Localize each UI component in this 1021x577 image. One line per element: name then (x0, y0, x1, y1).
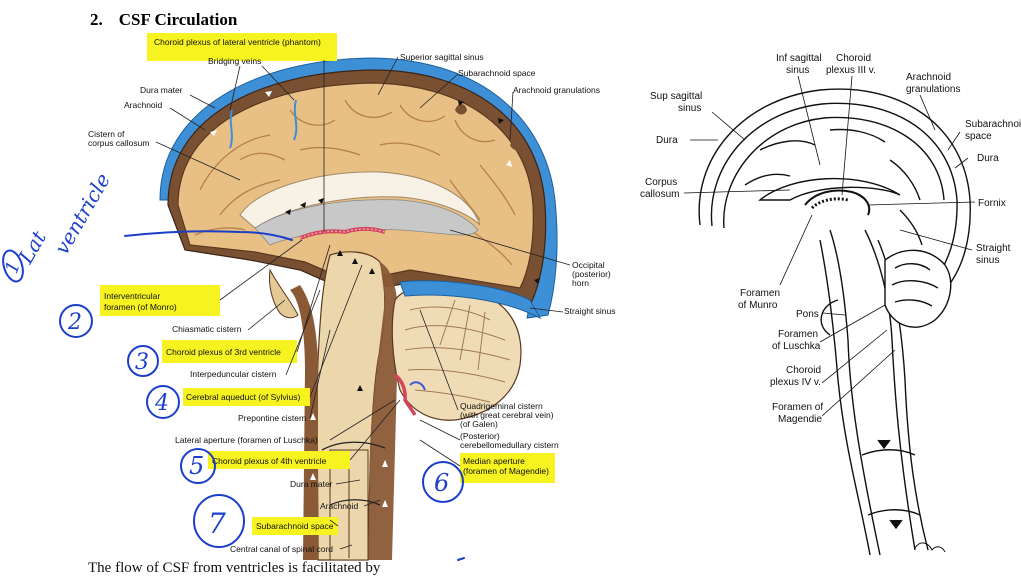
label-occipital-1: Occipital (572, 260, 605, 270)
label-dura-mater-top: Dura mater (140, 85, 183, 95)
rlabel-magendie-2: Magendie (778, 414, 822, 425)
rlabel-dura-right: Dura (977, 153, 999, 164)
label-posterior-cm-2: cerebellomedullary cistern (460, 440, 559, 450)
annotation-number-3: 3 (135, 350, 149, 375)
label-lateral-aperture: Lateral aperture (foramen of Luschka) (175, 435, 318, 445)
rlabel-monro-2: of Munro (738, 300, 778, 311)
rlabel-corpus-1: Corpus (645, 177, 677, 188)
label-subarachnoid-top: Subarachnoid space (458, 68, 536, 78)
footer-text: The flow of CSF from ventricles is facil… (88, 560, 381, 576)
label-posterior-cm-1: (Posterior) (460, 431, 500, 441)
label-interventricular-2: foramen (of Monro) (104, 302, 177, 312)
label-arachnoid-granulations: Arachnoid granulations (513, 85, 600, 95)
rlabel-arachnoid-gran-2: granulations (906, 84, 960, 95)
label-median-aperture-1: Median aperture (463, 456, 525, 466)
label-arachnoid-top: Arachnoid (124, 100, 163, 110)
label-dura-mater-bottom: Dura mater (290, 479, 333, 489)
rlabel-corpus-2: callosum (640, 189, 679, 200)
rlabel-pons: Pons (796, 309, 819, 320)
label-bridging-veins: Bridging veins (208, 56, 261, 66)
label-choroid-3rd: Choroid plexus of 3rd ventricle (166, 347, 281, 357)
rlabel-subarachnoid-2: space (965, 131, 992, 142)
label-subarachnoid-bottom: Subarachnoid space (256, 521, 334, 531)
annotation-number-2: 2 (67, 310, 82, 335)
rlabel-luschka-2: of Luschka (772, 341, 821, 352)
rlabel-luschka-1: Foramen (778, 329, 818, 340)
rlabel-choroid-iii-2: plexus III v. (826, 65, 876, 76)
heading-number: 2. (90, 10, 103, 29)
label-cistern-cc-1: Cistern of (88, 129, 125, 139)
rlabel-choroid-iii-1: Choroid (836, 53, 871, 64)
heading-title: CSF Circulation (118, 10, 238, 29)
label-interpeduncular: Interpeduncular cistern (190, 369, 277, 379)
annotation-number-7: 7 (208, 507, 226, 540)
rlabel-sup-sagittal-1: Sup sagittal (650, 91, 702, 102)
rlabel-inf-sagittal-1: Inf sagittal (776, 53, 822, 64)
page-heading: 2. CSF Circulation (90, 10, 237, 30)
label-straight-sinus: Straight sinus (564, 306, 616, 316)
rlabel-dura-left: Dura (656, 135, 678, 146)
label-interventricular-1: Interventricular (104, 291, 160, 301)
annotation-number-5: 5 (189, 452, 204, 480)
annotation-number-6: 6 (434, 469, 449, 497)
rlabel-fornix: Fornix (978, 198, 1006, 209)
label-highlights (100, 33, 555, 535)
rlabel-inf-sagittal-2: sinus (786, 65, 809, 76)
rlabel-arachnoid-gran-1: Arachnoid (906, 72, 951, 83)
label-central-canal: Central canal of spinal cord (230, 544, 333, 554)
label-median-aperture-2: (foramen of Magendie) (463, 466, 549, 476)
rlabel-choroid-iv-1: Choroid (786, 365, 821, 376)
rlabel-magendie-1: Foramen of (772, 402, 823, 413)
annotation-lat: Lat (13, 226, 51, 268)
rlabel-straight-1: Straight (976, 243, 1011, 254)
label-quadrigeminal-3: (of Galen) (460, 419, 498, 429)
label-superior-sagittal-sinus: Superior sagittal sinus (400, 52, 484, 62)
rlabel-straight-2: sinus (976, 255, 999, 266)
label-cistern-cc-2: corpus callosum (88, 138, 149, 148)
rlabel-sup-sagittal-2: sinus (678, 103, 701, 114)
label-quadrigeminal-2: (with great cerebral vein) (460, 410, 554, 420)
label-quadrigeminal-1: Quadrigeminal cistern (460, 401, 543, 411)
annotation-ventricle: ventricle (50, 169, 116, 258)
annotation-number-4: 4 (154, 391, 169, 416)
label-choroid-lateral: Choroid plexus of lateral ventricle (pha… (154, 37, 321, 47)
label-choroid-4th: Choroid plexus of 4th ventricle (212, 456, 327, 466)
right-brain-figure (698, 88, 971, 556)
label-aqueduct: Cerebral aqueduct (of Sylvius) (186, 392, 301, 402)
label-arachnoid-bottom: Arachnoid (320, 501, 359, 511)
rlabel-monro-1: Foramen (740, 288, 780, 299)
left-leader-lines (155, 56, 571, 550)
label-prepontine: Prepontine cistern (238, 413, 307, 423)
label-occipital-2: (posterior) (572, 269, 611, 279)
rlabel-choroid-iv-2: plexus IV v. (770, 377, 821, 388)
label-occipital-3: horn (572, 278, 589, 288)
label-chiasmatic: Chiasmatic cistern (172, 324, 242, 334)
rlabel-subarachnoid-1: Subarachnoid (965, 119, 1021, 130)
right-leader-lines (683, 75, 976, 417)
